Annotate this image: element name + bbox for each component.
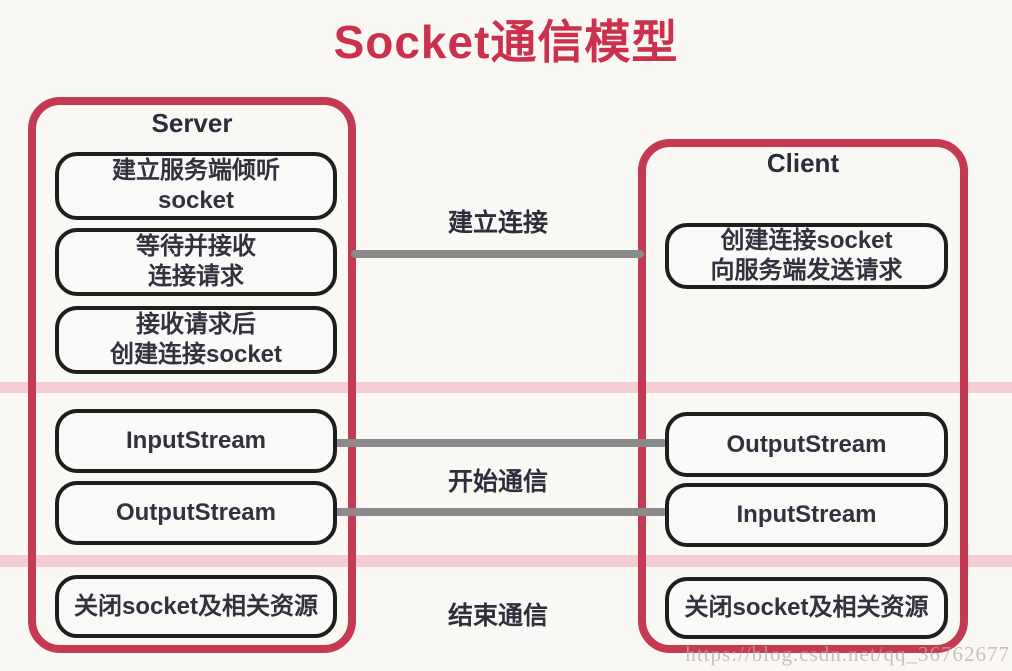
client-container-box [638, 139, 968, 653]
client-close-socket: 关闭socket及相关资源 [665, 577, 948, 639]
phase-divider-band-bottom [0, 555, 1012, 567]
client-inputstream: InputStream [665, 483, 948, 547]
phase-label-establish-connection: 建立连接 [447, 209, 548, 237]
phase-divider-band-top [0, 382, 1012, 393]
server-outputstream: OutputStream [55, 481, 337, 545]
connector-inputstream-outputstream [334, 439, 667, 447]
connector-outputstream-inputstream [332, 508, 667, 516]
server-close-socket: 关闭socket及相关资源 [55, 575, 337, 638]
server-step-wait-accept-request: 等待并接收 连接请求 [55, 228, 337, 296]
connector-establish-connection [351, 250, 644, 258]
server-title: Server [151, 108, 233, 138]
server-inputstream: InputStream [55, 409, 337, 473]
phase-label-end-communication: 结束通信 [447, 602, 548, 630]
server-step-create-listen-socket: 建立服务端倾听 socket [55, 152, 337, 220]
client-step-create-socket-send-request: 创建连接socket 向服务端发送请求 [665, 223, 948, 289]
server-container-box [28, 97, 356, 653]
server-step-create-connection-socket: 接收请求后 创建连接socket [55, 306, 337, 374]
phase-label-start-communication: 开始通信 [447, 468, 548, 496]
client-outputstream: OutputStream [665, 412, 948, 477]
client-title: Client [766, 148, 840, 178]
diagram-title: Socket通信模型 [333, 16, 679, 68]
watermark-url: https://blog.csdn.net/qq_36762677 [685, 642, 1010, 666]
